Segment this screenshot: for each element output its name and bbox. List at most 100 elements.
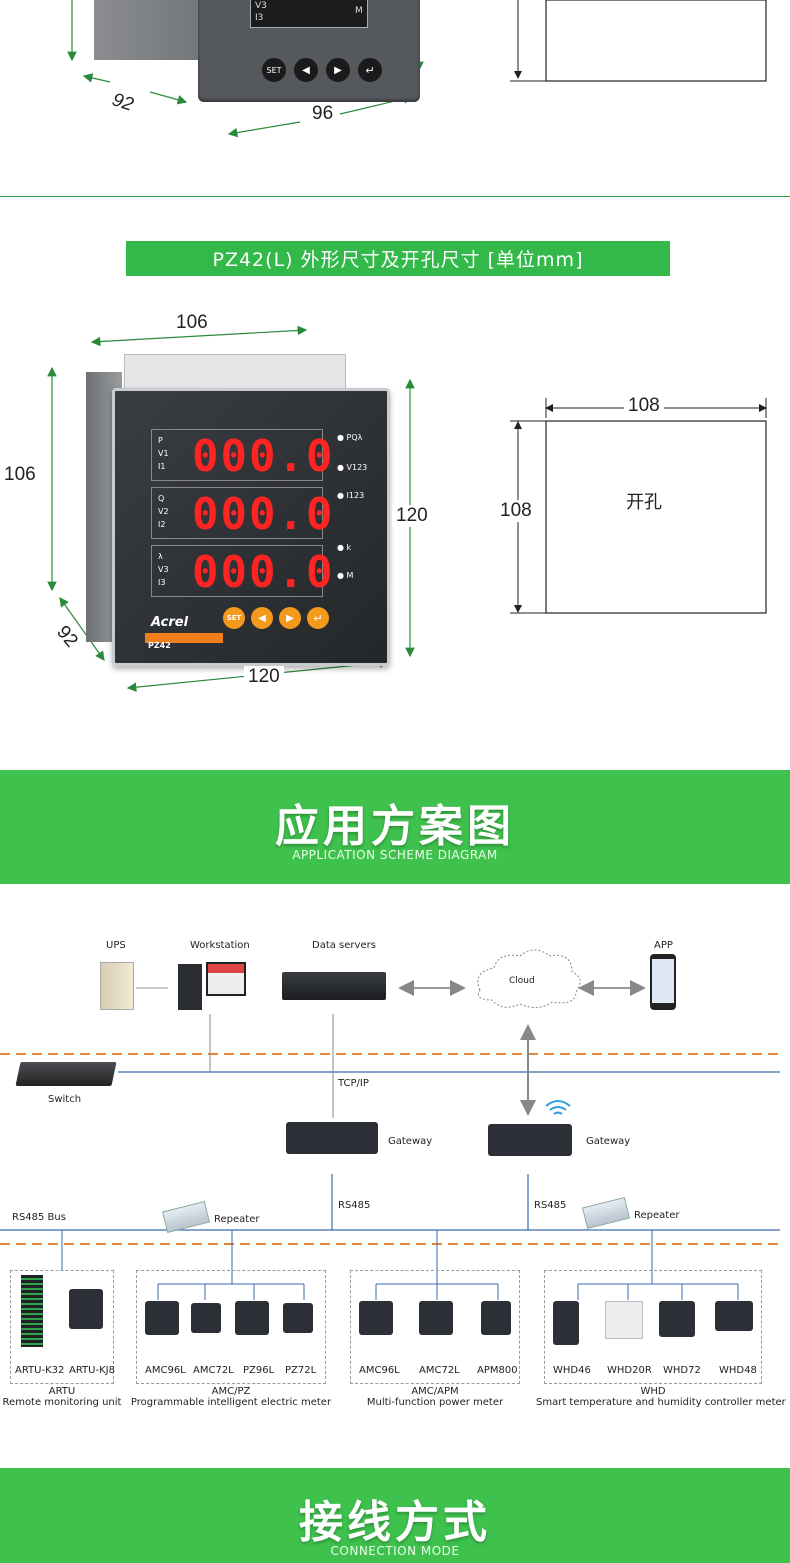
pz42-row3-label-b: V3 — [158, 565, 169, 574]
switch-icon — [15, 1062, 117, 1086]
pz72l-icon — [283, 1303, 313, 1333]
amc-apm-caption: AMC/APM Multi-function power meter — [350, 1386, 520, 1408]
whd20r-label: WHD20R — [607, 1365, 652, 1376]
workstation-icon — [178, 962, 248, 1012]
top-left-button[interactable]: ◀ — [294, 58, 318, 82]
top-enter-button[interactable]: ↵ — [358, 58, 382, 82]
indicator-k: k — [346, 543, 352, 552]
pz42-dim-left: 106 — [0, 464, 40, 486]
pz42-dim-right: 120 — [392, 505, 432, 527]
whd20r-icon — [605, 1301, 643, 1339]
top-meter-label-v3: V3 — [255, 1, 267, 11]
pz42-row-1: P V1 I1 000.0 — [151, 429, 332, 481]
gateway-2-icon — [488, 1124, 572, 1156]
connection-subtitle: CONNECTION MODE — [330, 1544, 460, 1558]
amc-pz-desc: Programmable intelligent electric meter — [130, 1397, 332, 1408]
cutout-height-label: 108 — [496, 500, 536, 522]
indicator-m: M — [346, 571, 354, 580]
pz42-meter-label-sticker — [124, 354, 346, 390]
amc-apm-desc: Multi-function power meter — [366, 1397, 504, 1408]
connection-title: 接线方式 — [299, 1497, 491, 1548]
top-meter-label-i3: I3 — [255, 13, 264, 23]
top-right-button[interactable]: ▶ — [326, 58, 350, 82]
amc96l-label: AMC96L — [145, 1365, 186, 1376]
switch-label: Switch — [48, 1094, 82, 1105]
data-server-icon — [282, 972, 386, 1000]
pz96l-label: PZ96L — [243, 1365, 275, 1376]
group-whd: WHD46 WHD20R WHD72 WHD48 — [544, 1270, 762, 1384]
pz42-model: PZ42 — [148, 641, 171, 650]
repeater-1-label: Repeater — [214, 1214, 260, 1225]
section-divider — [0, 196, 790, 197]
top-width-label: 96 — [308, 103, 338, 125]
amc96l-icon — [145, 1301, 179, 1335]
artu-k32-label: ARTU-K32 — [15, 1365, 65, 1376]
pz42-row3-label-a: λ — [158, 552, 163, 561]
pz42-row-2: Q V2 I2 000.0 — [151, 487, 332, 539]
pz42-row3-value: 000.0 — [192, 547, 335, 598]
whd46-icon — [553, 1301, 579, 1345]
ups-label: UPS — [106, 940, 126, 951]
indicator-v123: V123 — [346, 463, 368, 472]
pz42-row2-value: 000.0 — [192, 489, 335, 540]
group-amc-apm: AMC96L AMC72L APM800 — [350, 1270, 520, 1384]
repeater-2-label: Repeater — [634, 1210, 680, 1221]
amc72l-label: AMC72L — [193, 1365, 234, 1376]
artu-caption: ARTU Remote monitoring unit — [0, 1386, 124, 1408]
pz42-dim-bottom: 120 — [244, 666, 284, 688]
pz42-row1-label-c: I1 — [158, 462, 166, 471]
phone-icon — [650, 954, 676, 1010]
amc72l-2-label: AMC72L — [419, 1365, 460, 1376]
pz42-left-button[interactable]: ◀ — [251, 607, 273, 629]
pz42-right-button[interactable]: ▶ — [279, 607, 301, 629]
pz42-enter-button[interactable]: ↵ — [307, 607, 329, 629]
scheme-diagram: UPS Workstation Data servers Cloud APP S… — [0, 930, 790, 1420]
group-artu: ARTU-K32 ARTU-KJ8 — [10, 1270, 115, 1384]
rs485-a-label: RS485 — [338, 1200, 371, 1211]
app-label: APP — [654, 940, 673, 951]
pz42-row1-value: 000.0 — [192, 431, 335, 482]
indicator-i123: I123 — [346, 491, 365, 500]
artu-desc: Remote monitoring unit — [2, 1397, 122, 1408]
gateway-1-icon — [286, 1122, 378, 1154]
group-amc-pz: AMC96L AMC72L PZ96L PZ72L — [136, 1270, 326, 1384]
pz42-title: PZ42(L) 外形尺寸及开孔尺寸 [单位mm] — [212, 249, 584, 271]
artu-name: ARTU — [48, 1386, 76, 1397]
amc96l-2-icon — [359, 1301, 393, 1335]
pz42-row1-label-b: V1 — [158, 449, 169, 458]
pz42-row2-label-a: Q — [158, 494, 165, 503]
top-meter-screen: V3 I3 M — [250, 0, 368, 28]
pz42-figure: P V1 I1 000.0 Q V2 I2 000.0 λ V3 I3 — [0, 300, 790, 700]
pz42-display-panel: P V1 I1 000.0 Q V2 I2 000.0 λ V3 I3 — [151, 429, 332, 603]
pz42-row3-label-c: I3 — [158, 578, 166, 587]
pz72l-label: PZ72L — [285, 1365, 317, 1376]
apm800-label: APM800 — [477, 1365, 518, 1376]
whd-caption: WHD Smart temperature and humidity contr… — [536, 1386, 786, 1408]
cutout-width-label: 108 — [624, 395, 664, 417]
amc-pz-caption: AMC/PZ Programmable intelligent electric… — [130, 1386, 332, 1408]
artu-kj8-icon — [69, 1289, 103, 1329]
amc-pz-name: AMC/PZ — [211, 1386, 251, 1397]
pz42-set-button[interactable]: SET — [223, 607, 245, 629]
indicator-pq: PQλ — [346, 433, 363, 442]
pz42-title-bar: PZ42(L) 外形尺寸及开孔尺寸 [单位mm] — [126, 241, 670, 276]
top-set-button[interactable]: SET — [262, 58, 286, 82]
workstation-label: Workstation — [190, 940, 250, 951]
cutout-label: 开孔 — [626, 492, 662, 513]
scheme-lines — [0, 949, 780, 1300]
gateway-1-label: Gateway — [388, 1136, 433, 1147]
rs485-b-label: RS485 — [534, 1200, 567, 1211]
application-subtitle: APPLICATION SCHEME DIAGRAM — [292, 848, 498, 862]
whd-desc: Smart temperature and humidity controlle… — [536, 1397, 786, 1408]
amc96l-2-label: AMC96L — [359, 1365, 400, 1376]
whd48-label: WHD48 — [719, 1365, 757, 1376]
whd72-icon — [659, 1301, 695, 1337]
application-header: 应用方案图 APPLICATION SCHEME DIAGRAM — [0, 770, 790, 884]
apm800-icon — [481, 1301, 511, 1335]
ups-icon — [100, 962, 134, 1010]
artu-kj8-label: ARTU-KJ8 — [69, 1365, 115, 1376]
whd-name: WHD — [640, 1386, 666, 1397]
whd72-label: WHD72 — [663, 1365, 701, 1376]
whd48-icon — [715, 1301, 753, 1331]
pz42-row2-label-b: V2 — [158, 507, 169, 516]
